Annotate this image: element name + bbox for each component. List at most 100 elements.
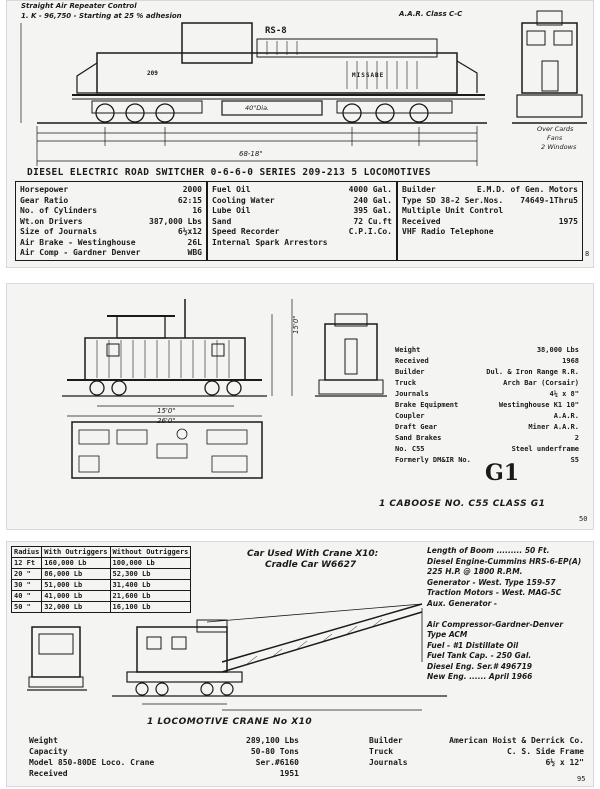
- spec-label: Builder: [369, 736, 403, 745]
- crane-drawing: [27, 603, 447, 711]
- crane-spec-line: Aux. Generator -: [427, 598, 498, 608]
- locomotive-side-drawing: [20, 10, 587, 166]
- spec-label: Internal Spark Arrestors: [212, 237, 328, 247]
- spec-label: Journals: [369, 758, 408, 767]
- spec-label: Multiple Unit Control: [402, 206, 504, 215]
- spec-value: C.P.I.Co.: [348, 227, 392, 236]
- spec-value: 2000: [182, 185, 202, 194]
- spec-row: VHF Radio Telephone: [402, 227, 578, 238]
- spec-label: Journals: [395, 390, 429, 398]
- spec-value: WBG: [187, 248, 202, 257]
- crane-spec-line: Fuel Tank Cap. - 250 Gal.: [427, 651, 532, 660]
- table-cell: 16,100 Lb: [109, 601, 192, 613]
- spec-label: Draft Gear: [395, 423, 438, 431]
- dim-height: 15'0": [292, 315, 300, 334]
- crane-spec-line: [427, 609, 592, 620]
- spec-value: 4000 Gal.: [348, 185, 392, 194]
- crane-spec-line: Diesel Engine-Cummins HRS-6-EP(A): [427, 556, 582, 566]
- spec-value: 240 Gal.: [353, 195, 392, 205]
- end-note-2: Fans: [547, 134, 563, 142]
- end-note-3: 2 Windows: [541, 143, 577, 151]
- spec-label: Speed Recorder: [212, 227, 280, 236]
- dim-length-outer: 26'0": [157, 417, 176, 425]
- spec-label: Wt.on Drivers: [20, 216, 83, 226]
- crane-spec-line: Generator - West. Type 159-57: [427, 577, 556, 587]
- spec-label: Air Brake - Westinghouse: [20, 237, 136, 247]
- end-note-1: Over Cards: [537, 125, 574, 133]
- dim-length-inner: 15'0": [157, 407, 176, 415]
- spec-value: 6½x12: [177, 227, 202, 236]
- spec-label: Formerly DM&IR No.: [395, 456, 471, 464]
- page-number-3: 95: [577, 775, 586, 783]
- spec-value: 2: [574, 434, 579, 442]
- spec-label: VHF Radio Telephone: [402, 227, 494, 236]
- cab-number: 209: [147, 70, 158, 77]
- spec-label: Truck: [395, 379, 417, 387]
- spec-label: No. of Cylinders: [20, 206, 98, 215]
- spec-value: Dul. & Iron Range R.R.: [486, 368, 579, 376]
- spec-row: Horsepower 2000: [20, 185, 202, 196]
- table-cell: 50 ": [10, 601, 43, 613]
- spec-value: S5: [570, 456, 579, 464]
- spec-value: 387,000 Lbs: [149, 216, 202, 226]
- spec-label: Size of Journals: [20, 227, 98, 236]
- spec-label: Cooling Water: [212, 195, 275, 205]
- crane-spec-list: Length of Boom ......... 50 Ft.Diesel En…: [427, 546, 592, 683]
- spec-value: 4¼ x 8": [549, 390, 579, 398]
- crane-spec-line: New Eng. ...... April 1966: [427, 672, 533, 681]
- crane-heading-2: Cradle Car W6627: [265, 560, 357, 570]
- spec-row: Journals 4¼ x 8": [395, 390, 579, 401]
- spec-value: American Hoist & Derrick Co.: [449, 736, 584, 745]
- spec-label: Sand Brakes: [395, 434, 442, 442]
- spec-label: Type SD 38-2 Ser.Nos.: [402, 195, 504, 205]
- spec-label: No. C55: [395, 445, 425, 453]
- spec-label: Weight: [29, 736, 58, 745]
- spec-label: Builder: [395, 368, 425, 376]
- spec-row: Builder American Hoist & Derrick Co.: [369, 736, 584, 747]
- spec-label: Builder: [402, 185, 436, 194]
- spec-label: Gear Ratio: [20, 195, 69, 205]
- crane-spec-line: Traction Motors - West. MAG-5C: [427, 588, 562, 597]
- header-left: Straight Air Repeater Control: [21, 2, 137, 10]
- spec-row: Truck Arch Bar (Corsair): [395, 379, 579, 390]
- crane-spec-line: 225 H.P. @ 1800 R.P.M.: [427, 567, 523, 576]
- spec-row: Multiple Unit Control: [402, 206, 578, 217]
- spec-value: 50-80 Tons: [250, 747, 299, 756]
- spec-row: Sand Brakes 2: [395, 434, 579, 445]
- spec-label: Lube Oil: [212, 206, 251, 215]
- spec-label: Horsepower: [20, 185, 69, 194]
- spec-value: Arch Bar (Corsair): [503, 379, 579, 387]
- spec-label: Weight: [395, 346, 421, 354]
- crane-capacity-table: Radius With Outriggers Without Outrigger…: [10, 546, 192, 613]
- spec-value: Miner A.A.R.: [528, 423, 579, 431]
- spec-value: 1968: [562, 357, 579, 365]
- spec-row: Cooling Water 240 Gal.: [212, 196, 392, 207]
- spec-label: Model 850-80DE Loco. Crane: [29, 758, 155, 767]
- crane-spec-line: Length of Boom ......... 50 Ft.: [427, 546, 550, 555]
- spec-value: A.A.R.: [553, 412, 579, 420]
- spec-row: Draft Gear Miner A.A.R.: [395, 423, 579, 434]
- crane-spec-line: Diesel Eng. Ser.# 496719: [427, 661, 533, 671]
- spec-row: Builder Dul. & Iron Range R.R.: [395, 368, 579, 379]
- overall-length: 68-18": [239, 150, 263, 158]
